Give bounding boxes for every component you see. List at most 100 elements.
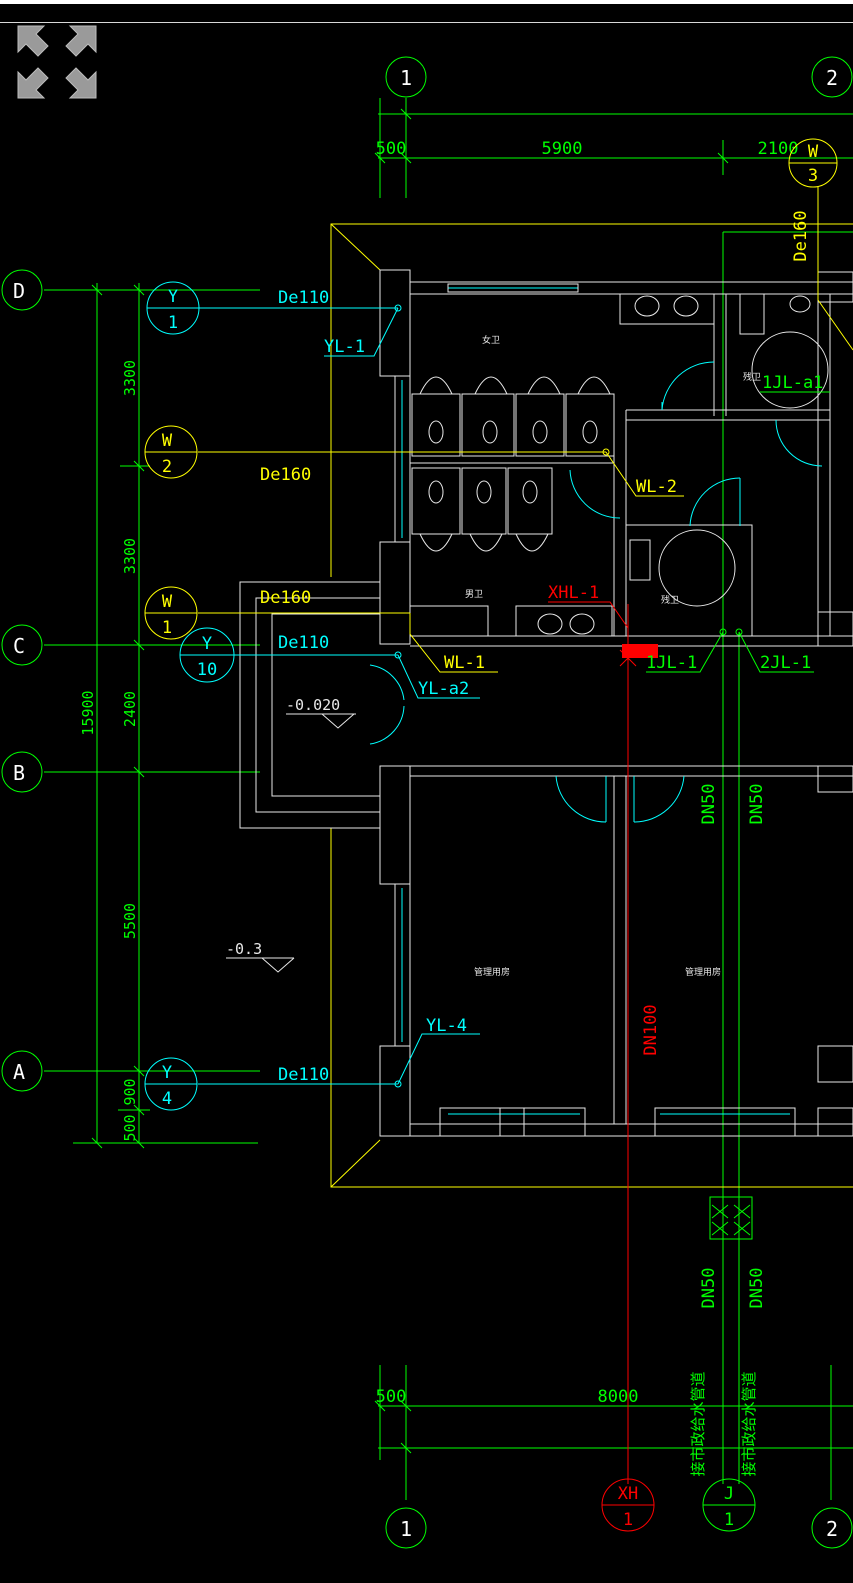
svg-text:DN50: DN50 — [747, 1268, 767, 1309]
svg-text:-0.3: -0.3 — [226, 940, 262, 958]
svg-text:Y: Y — [162, 1063, 172, 1083]
svg-text:XH: XH — [618, 1484, 638, 1504]
svg-text:8000: 8000 — [598, 1387, 639, 1407]
marker-y10: Y 10 — [179, 627, 235, 683]
svg-text:2: 2 — [162, 457, 172, 477]
supply-leaders — [646, 391, 830, 673]
connection-notes: 接市政给水管道 接市政给水管道 — [689, 1371, 758, 1476]
room-names: 女卫 男卫 管理用房 管理用房 残卫 残卫 — [465, 334, 761, 978]
svg-text:W: W — [162, 431, 173, 451]
svg-text:4: 4 — [162, 1089, 172, 1109]
elevation-outside: -0.3 — [226, 940, 295, 973]
axis-bubble-d: D — [1, 269, 43, 311]
svg-text:500: 500 — [376, 1387, 407, 1407]
axis-lines — [44, 98, 853, 1500]
svg-text:DN50: DN50 — [699, 784, 719, 825]
svg-text:B: B — [13, 761, 25, 785]
axis-bubble-b: B — [1, 751, 43, 793]
svg-text:DN50: DN50 — [747, 784, 767, 825]
marker-w3: W 3 — [788, 138, 838, 188]
svg-text:1: 1 — [623, 1510, 633, 1530]
svg-text:2100: 2100 — [758, 139, 799, 159]
drain-pipes — [198, 186, 853, 673]
svg-text:接市政给水管道: 接市政给水管道 — [689, 1371, 707, 1476]
svg-text:管理用房: 管理用房 — [474, 966, 510, 978]
axis-bubble-1-bottom: 1 — [385, 1507, 427, 1549]
elevation-porch: -0.020 — [286, 696, 356, 729]
svg-text:De160: De160 — [260, 588, 311, 608]
svg-text:男卫: 男卫 — [465, 589, 483, 600]
dimension-texts: 500 5900 2100 3300 3300 2400 5500 900 50… — [79, 139, 798, 1407]
pipe-size-texts: De160 De110 De160 De160 De110 De110 DN50… — [260, 210, 811, 1308]
axis-bubble-a: A — [1, 1050, 43, 1092]
svg-text:De110: De110 — [278, 288, 329, 308]
axis-bubble-c: C — [1, 624, 43, 666]
marker-y4: Y 4 — [144, 1057, 198, 1111]
svg-text:2: 2 — [826, 66, 838, 90]
svg-text:残卫: 残卫 — [661, 594, 679, 606]
svg-text:3: 3 — [808, 166, 818, 186]
stalls — [410, 293, 829, 635]
svg-text:J: J — [724, 1484, 734, 1504]
svg-text:YL-a2: YL-a2 — [418, 679, 469, 699]
svg-text:女卫: 女卫 — [482, 334, 500, 346]
svg-text:WL-2: WL-2 — [636, 477, 677, 497]
svg-text:1: 1 — [724, 1510, 734, 1530]
rain-pipes — [198, 304, 480, 1088]
axis-bubble-2-bottom: 2 — [811, 1507, 853, 1549]
svg-text:D: D — [13, 279, 25, 303]
svg-text:1: 1 — [400, 1517, 412, 1541]
svg-text:YL-1: YL-1 — [324, 337, 365, 357]
roof-outline — [330, 223, 853, 1188]
svg-text:Y: Y — [202, 634, 212, 654]
svg-text:1: 1 — [168, 313, 178, 333]
svg-text:残卫: 残卫 — [743, 371, 761, 383]
fullscreen-toggle-button[interactable] — [16, 24, 98, 100]
svg-text:2400: 2400 — [121, 691, 139, 727]
svg-text:1JL-1: 1JL-1 — [646, 653, 697, 673]
svg-text:XHL-1: XHL-1 — [548, 583, 599, 603]
svg-text:900: 900 — [121, 1078, 139, 1105]
svg-text:Y: Y — [168, 287, 178, 307]
svg-text:De110: De110 — [278, 633, 329, 653]
marker-w2: W 2 — [144, 425, 198, 479]
svg-text:15900: 15900 — [79, 690, 97, 735]
svg-text:2: 2 — [826, 1517, 838, 1541]
svg-text:C: C — [13, 634, 25, 658]
marker-j1: J 1 — [702, 1478, 756, 1532]
marker-w1: W 1 — [144, 586, 198, 640]
doors — [369, 361, 823, 823]
svg-text:1: 1 — [400, 66, 412, 90]
svg-text:DN100: DN100 — [641, 1004, 661, 1055]
svg-text:DN50: DN50 — [699, 1268, 719, 1309]
marker-xh1: XH 1 — [601, 1478, 655, 1532]
svg-text:1: 1 — [162, 618, 172, 638]
svg-text:WL-1: WL-1 — [444, 653, 485, 673]
svg-text:5500: 5500 — [121, 903, 139, 939]
svg-text:W: W — [162, 592, 173, 612]
svg-text:10: 10 — [197, 660, 217, 680]
walls — [239, 269, 853, 1137]
svg-text:5900: 5900 — [542, 139, 583, 159]
svg-text:2JL-1: 2JL-1 — [760, 653, 811, 673]
svg-text:De160: De160 — [791, 210, 811, 261]
marker-y1: Y 1 — [146, 281, 200, 335]
svg-text:W: W — [808, 142, 819, 162]
svg-text:A: A — [13, 1060, 25, 1084]
svg-text:3300: 3300 — [121, 538, 139, 574]
fire-pipe — [548, 601, 658, 1484]
svg-text:De110: De110 — [278, 1065, 329, 1085]
svg-text:-0.020: -0.020 — [286, 696, 340, 714]
viewport-edge — [0, 22, 853, 23]
svg-text:1JL-a1: 1JL-a1 — [762, 373, 823, 393]
svg-text:De160: De160 — [260, 465, 311, 485]
top-border — [0, 0, 853, 4]
expand-arrows-icon — [17, 25, 97, 99]
svg-text:管理用房: 管理用房 — [685, 966, 721, 978]
axis-bubble-2-top: 2 — [811, 56, 853, 98]
svg-text:3300: 3300 — [121, 360, 139, 396]
svg-text:500: 500 — [376, 139, 407, 159]
svg-text:500: 500 — [121, 1114, 139, 1141]
svg-text:YL-4: YL-4 — [426, 1016, 467, 1036]
